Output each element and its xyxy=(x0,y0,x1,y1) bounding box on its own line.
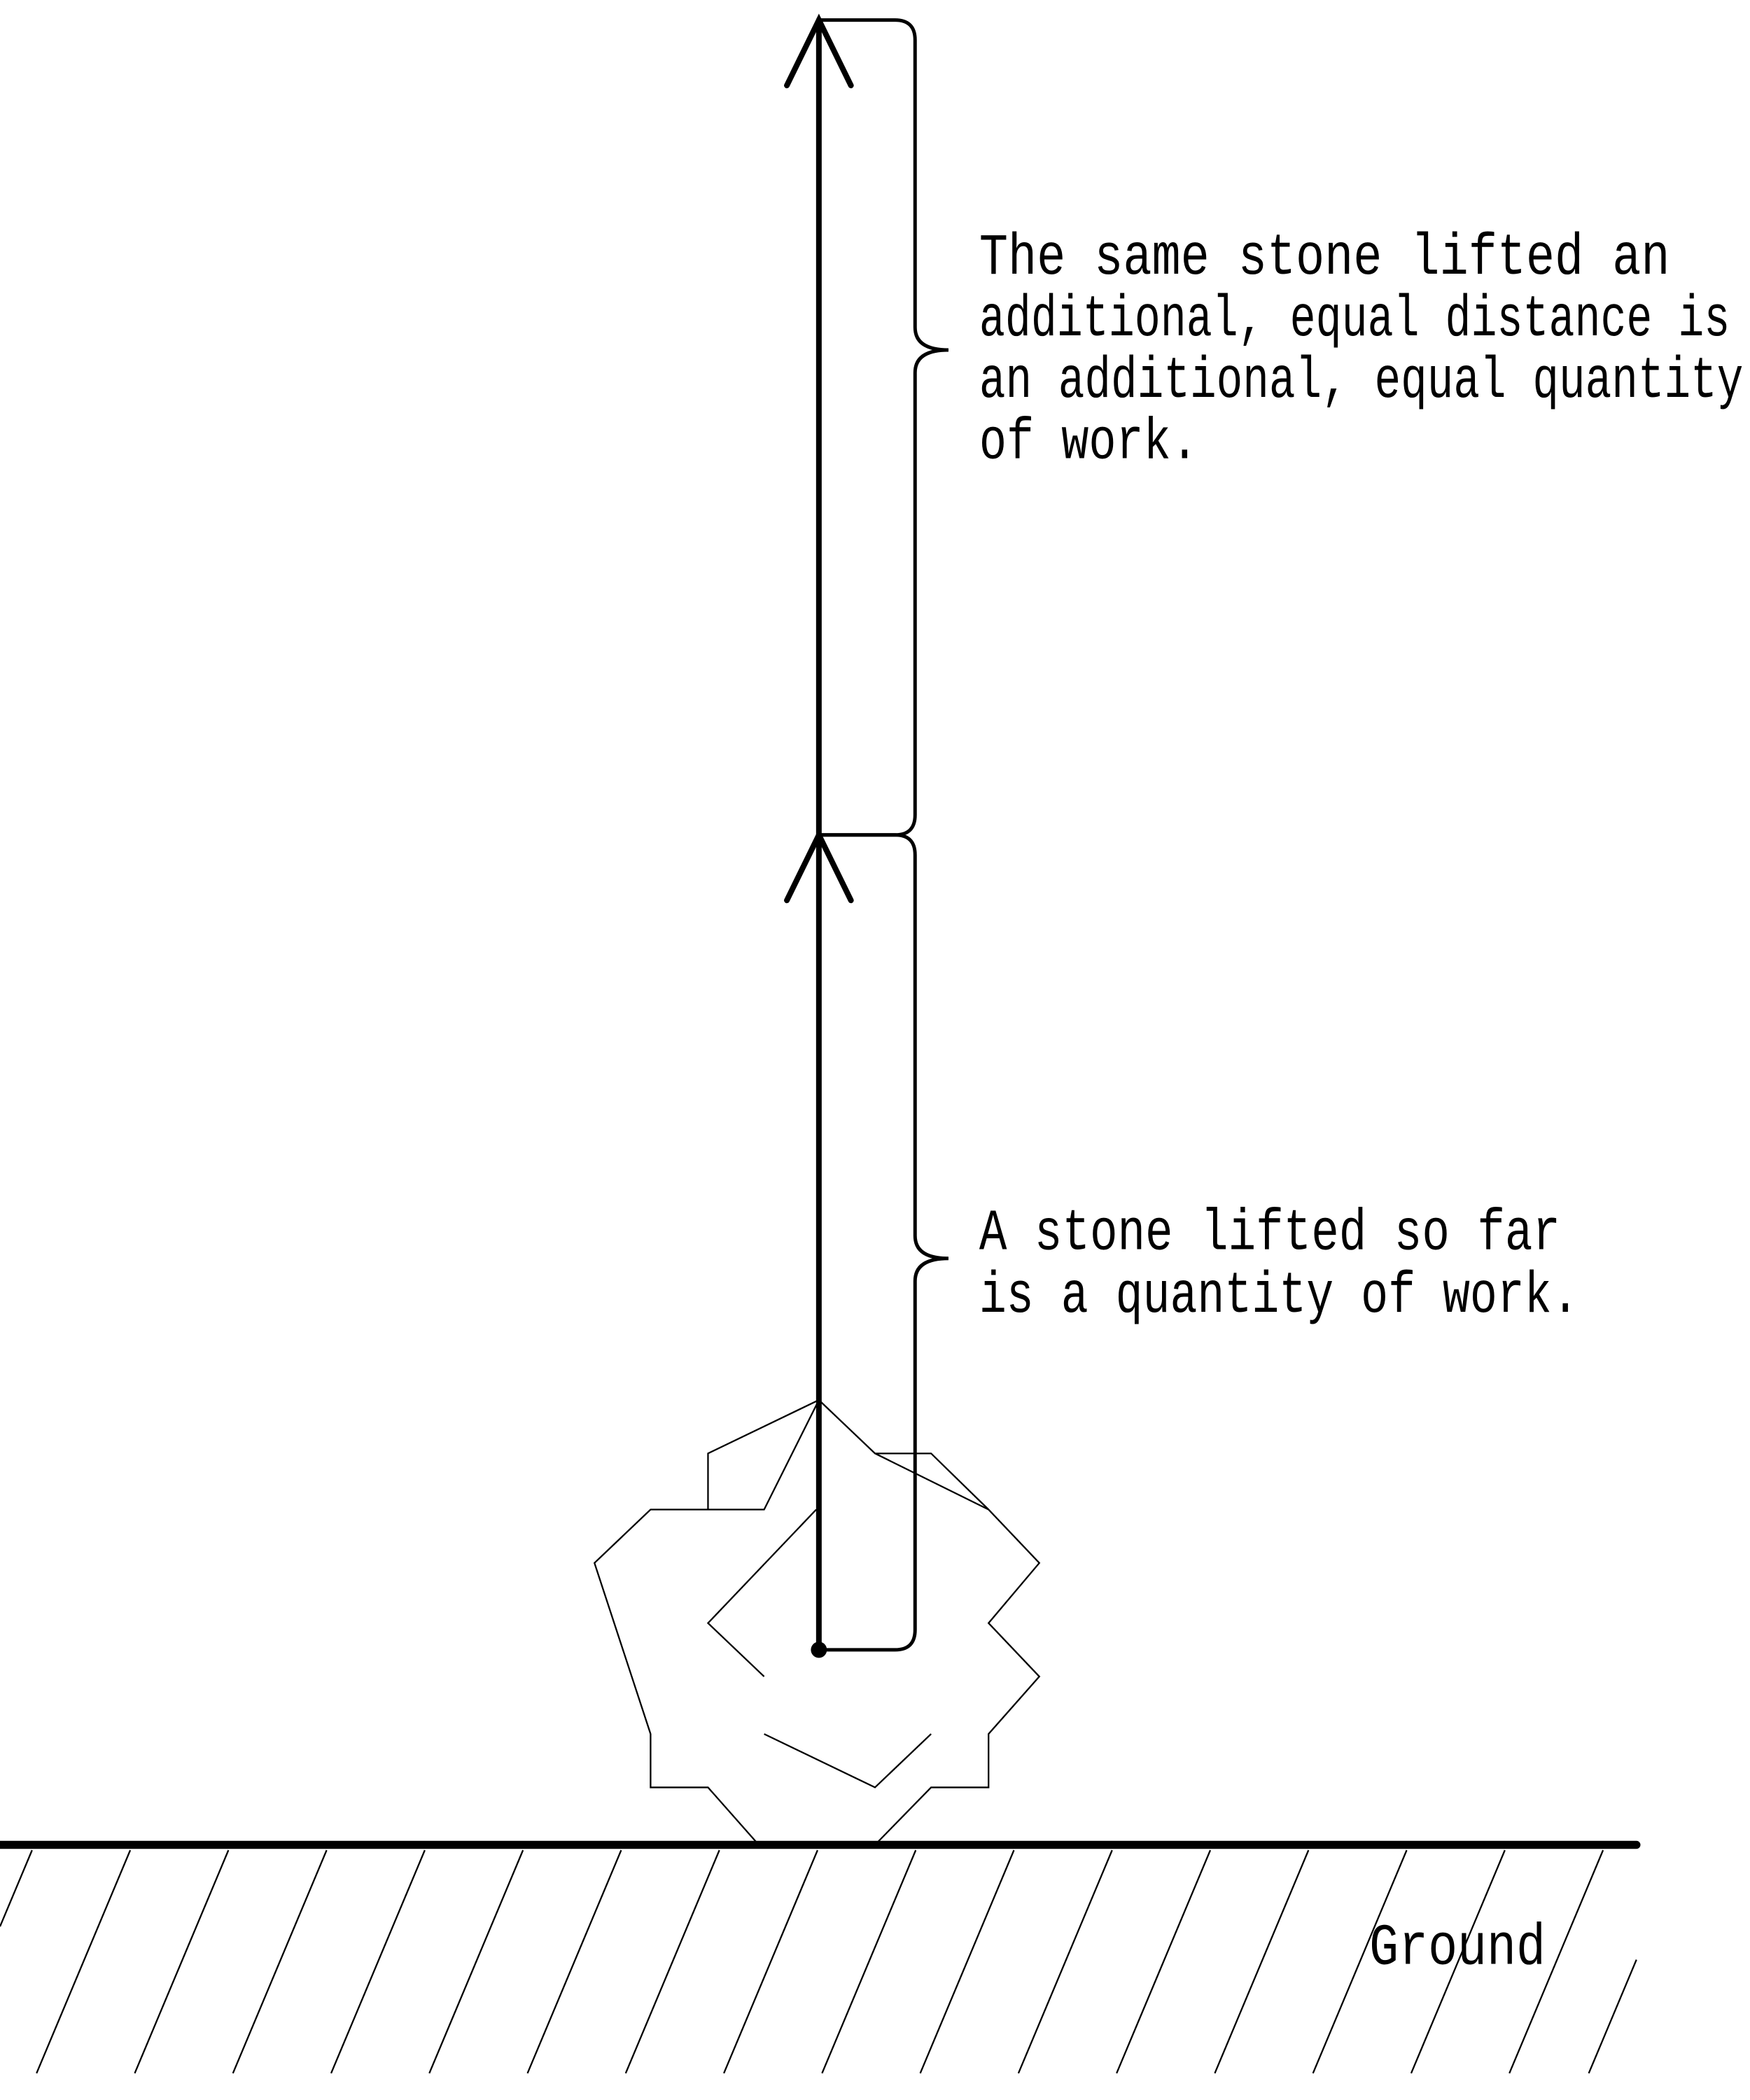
hatch-line xyxy=(1508,1849,1604,2074)
hatch-line xyxy=(723,1849,818,2074)
arrowhead-icon xyxy=(784,13,854,89)
hatch-line xyxy=(1588,1959,1637,2074)
hatch-line xyxy=(821,1849,917,2074)
start-point xyxy=(811,1642,827,1658)
lower-annotation: A stone lifted so far is a quantity of w… xyxy=(979,1200,1579,1330)
upper-brace xyxy=(818,18,948,837)
hatch-line xyxy=(1116,1849,1212,2074)
hatch-line xyxy=(1214,1849,1310,2074)
upper-annotation: The same stone lifted an additional, equ… xyxy=(979,225,1744,476)
arrowhead-icon xyxy=(784,828,854,904)
hatch-line xyxy=(134,1849,230,2074)
hatch-line xyxy=(0,1849,33,1927)
hatch-line xyxy=(330,1849,426,2074)
upper-annotation-line: an additional, equal quantity xyxy=(979,349,1744,415)
hatch-line xyxy=(1017,1849,1113,2074)
ground-hatching xyxy=(0,1849,1637,2074)
ground-label: Ground xyxy=(1369,1915,1546,1982)
hatch-line xyxy=(36,1849,132,2074)
hatch-line xyxy=(1312,1849,1408,2074)
upper-annotation-line: additional, equal distance is xyxy=(979,287,1730,354)
hatch-line xyxy=(919,1849,1015,2074)
hatch-line xyxy=(232,1849,328,2074)
hatch-line xyxy=(526,1849,622,2074)
lower-annotation-line: A stone lifted so far xyxy=(979,1200,1560,1267)
hatch-line xyxy=(1410,1849,1506,2074)
upper-annotation-line: The same stone lifted an xyxy=(979,225,1670,292)
hatch-line xyxy=(428,1849,524,2074)
lower-annotation-line: is a quantity of work. xyxy=(979,1264,1579,1330)
upper-annotation-line: of work. xyxy=(979,410,1198,477)
stone xyxy=(593,1398,1041,1846)
hatch-line xyxy=(624,1849,720,2074)
lower-brace xyxy=(818,833,948,1652)
